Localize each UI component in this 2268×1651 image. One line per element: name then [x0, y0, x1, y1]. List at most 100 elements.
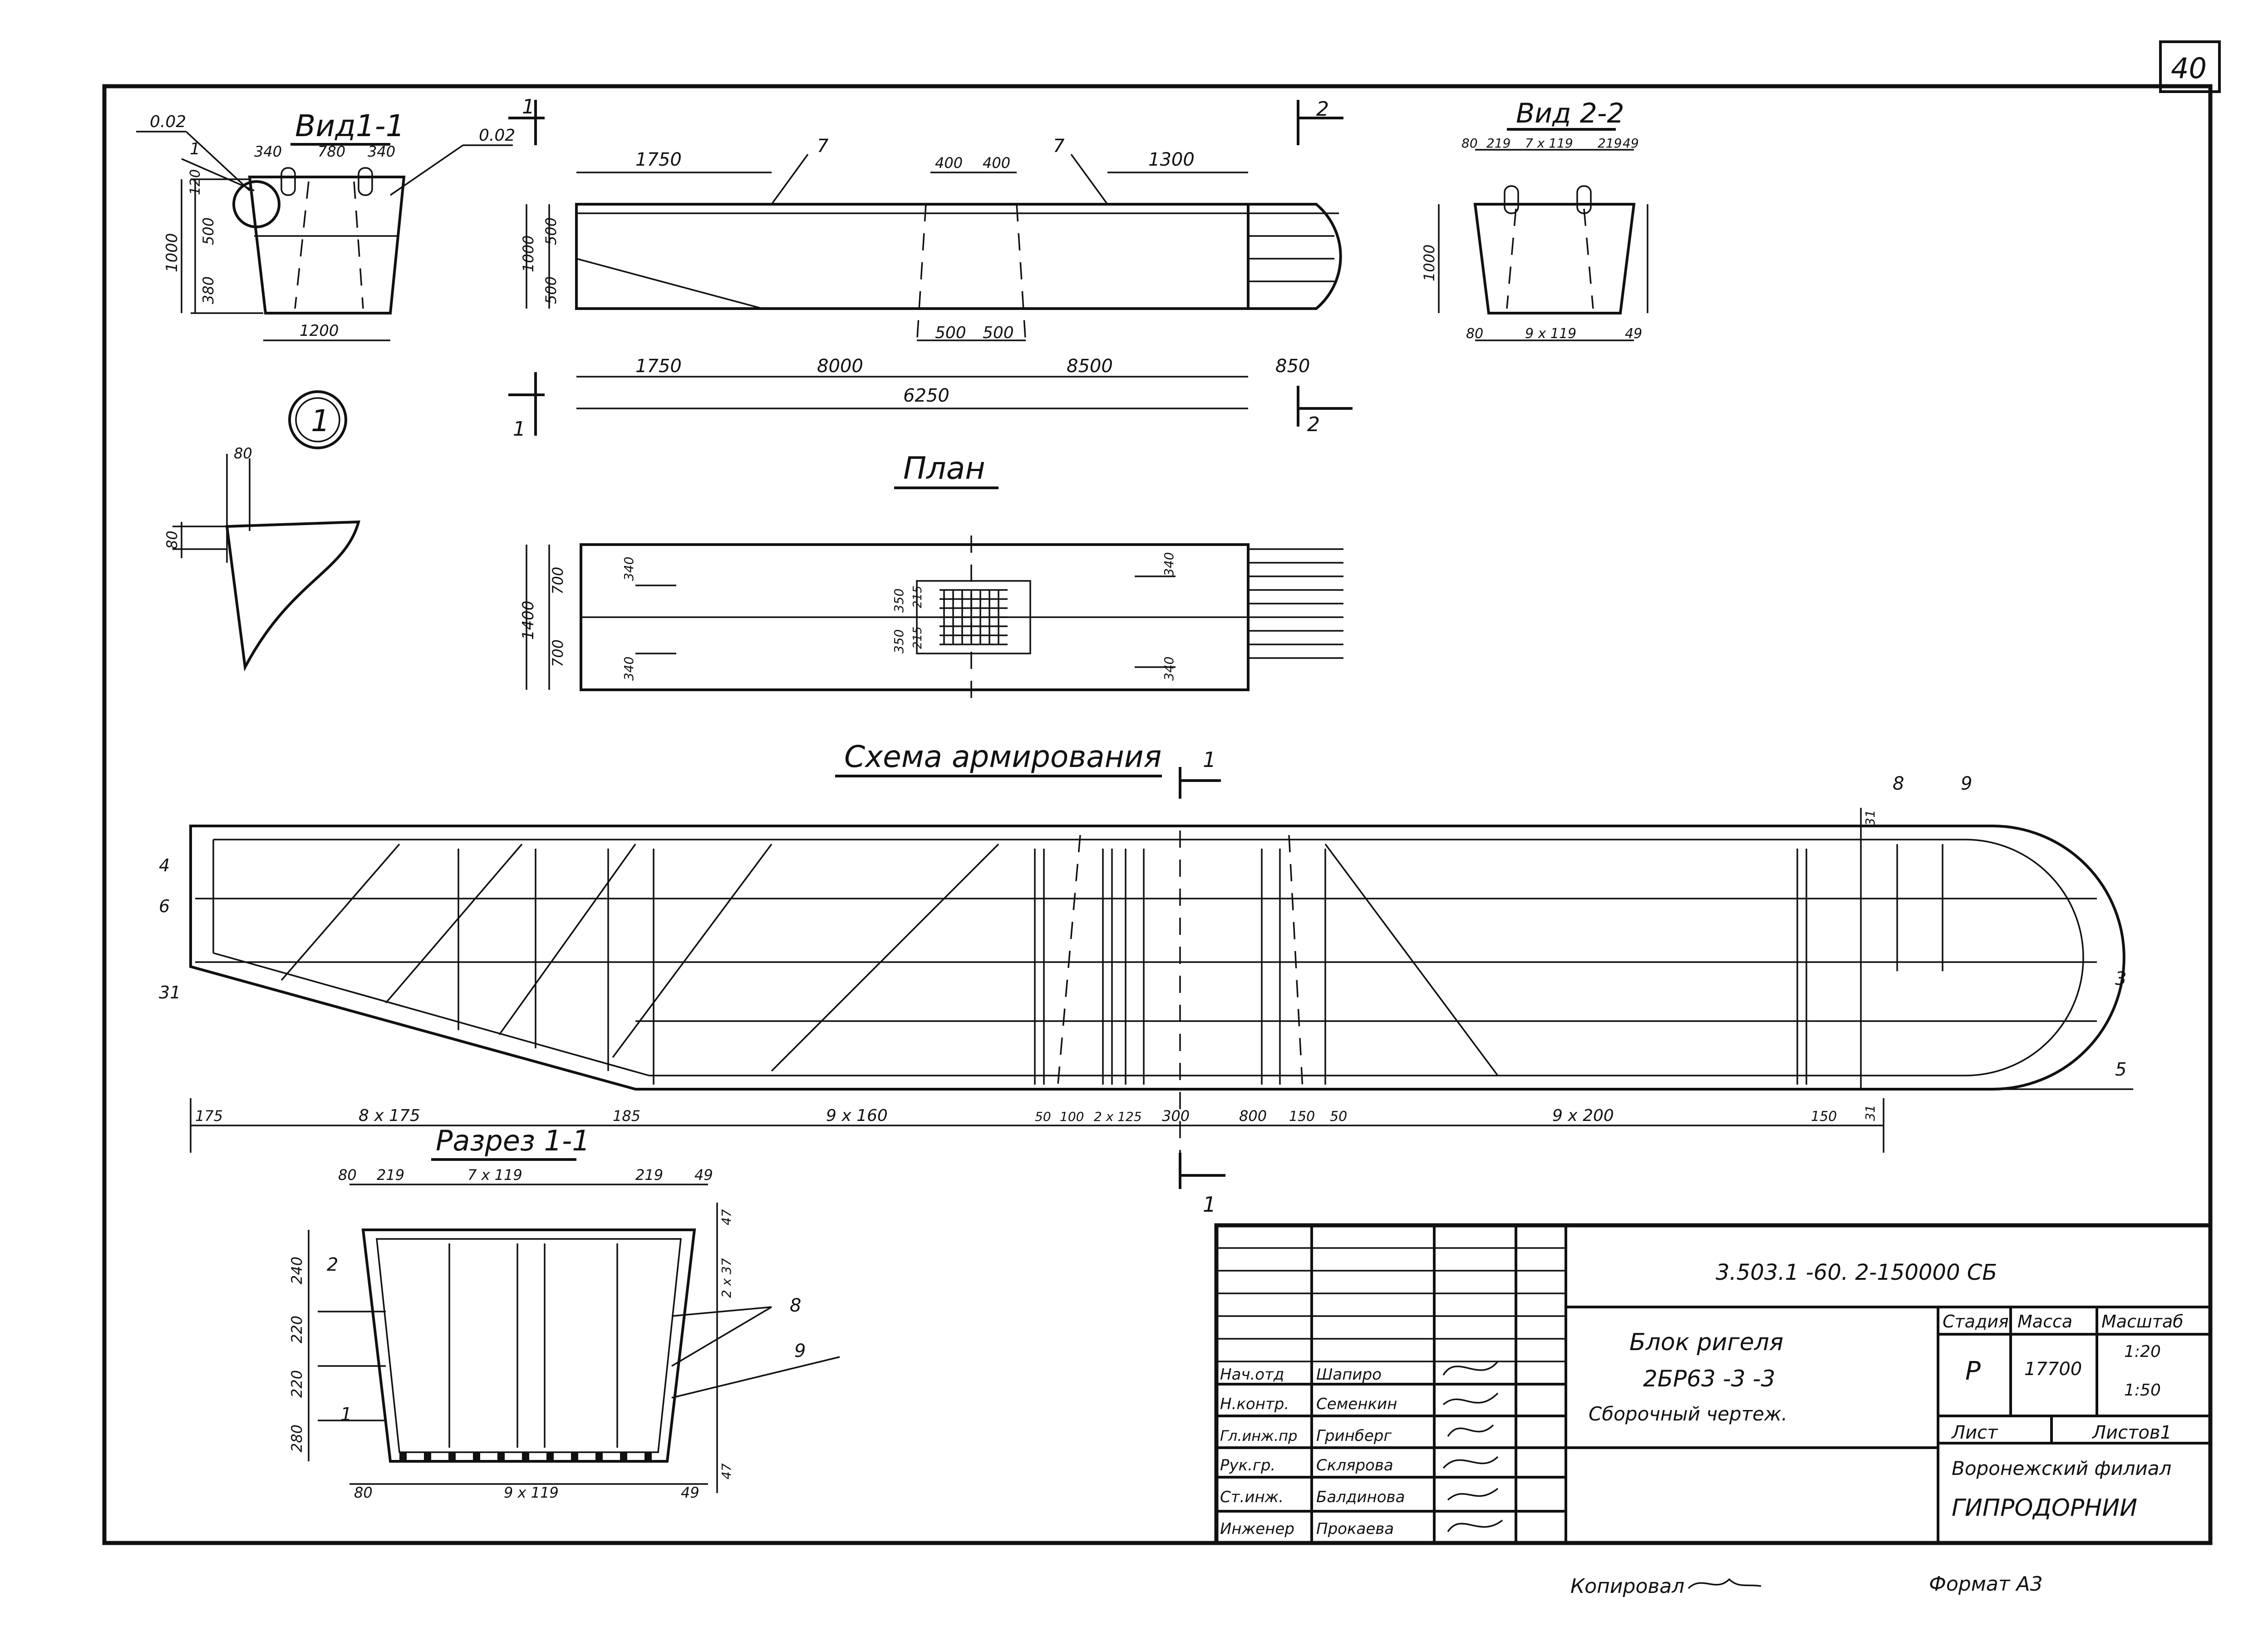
view-2-2-dim: 7 x 119	[1525, 136, 1573, 151]
section-dim: 219	[377, 1166, 404, 1184]
plan-dim: 340	[621, 657, 636, 681]
view-2-2-dim: 219	[1598, 136, 1622, 151]
view-1-1-dim: 340	[254, 143, 282, 160]
scheme-dim: 100	[1060, 1109, 1084, 1124]
view-1-1-dim: 1200	[300, 322, 339, 340]
view-2-2-title: Вид 2-2	[1516, 98, 1624, 129]
elevation-dim: 500	[542, 217, 560, 245]
section-dim: 220	[288, 1370, 305, 1398]
view-2-2-outline	[1473, 203, 1636, 314]
plan-dim: 700	[549, 639, 566, 667]
elevation-dim: 1300	[1148, 149, 1195, 170]
view-2-2-dim: 80	[1466, 326, 1483, 342]
scheme-dim: 150	[1811, 1109, 1837, 1125]
plan-dim: 340	[1161, 657, 1176, 681]
elevation-dim: 7	[1053, 136, 1065, 157]
view-1-1-dim: 500	[200, 217, 217, 245]
elevation-dim: 8000	[817, 356, 863, 377]
scheme-mark: 31	[159, 983, 181, 1002]
scheme-dim: 9 x 200	[1552, 1106, 1614, 1125]
view-1-1-dim: 380	[200, 276, 217, 304]
section-1-1: Разрез 1-1 80 219 7 x 119 219 49 80 9 x …	[288, 1124, 840, 1501]
view-1-1-dim: 1000	[163, 233, 181, 272]
view-2-2-dim: 49	[1625, 326, 1642, 342]
section-dim: 9 x 119	[504, 1484, 559, 1501]
section-dim: 47	[719, 1463, 734, 1479]
format-label: Формат А3	[1929, 1572, 2043, 1596]
plan-dim: 215	[911, 626, 925, 649]
stage-value: Р	[1965, 1356, 1981, 1386]
sheet-label: Лист	[1951, 1422, 1998, 1443]
elevation-dim: 1750	[635, 149, 682, 170]
reinforcement-scheme: Схема армирования 1 1 4 6 31 8 9 3 5	[159, 739, 2133, 1217]
section-dim: 49	[681, 1484, 699, 1501]
stage-header: Стадия	[1943, 1312, 2009, 1332]
section-dim: 220	[288, 1316, 305, 1343]
plan-dim: 340	[621, 557, 636, 581]
detail-1: 1 80 80	[163, 390, 360, 672]
plan-opening	[916, 580, 1031, 654]
elevation-dim: 500	[935, 324, 966, 342]
scheme-dim: 2 x 125	[1094, 1109, 1142, 1124]
view-2-2-dim: 219	[1486, 136, 1510, 151]
elevation-dim: 7	[817, 136, 829, 157]
drawing-title-mark: 2БР63 -3 -3	[1643, 1366, 1775, 1392]
view-1-1-dim: 340	[368, 143, 395, 160]
view-1-1-title: Вид1-1	[295, 108, 405, 143]
section-dim: 80	[338, 1166, 357, 1184]
elevation-dim: 850	[1275, 356, 1310, 377]
view-1-1-dim: 0.02	[479, 126, 515, 145]
section-mark: 2	[327, 1254, 338, 1275]
scheme-dim: 50	[1035, 1109, 1051, 1124]
view-2-2-dim: 80	[1461, 136, 1478, 151]
scale-value: 1:20	[2124, 1342, 2161, 1361]
signature-name: Шапиро	[1316, 1366, 1382, 1384]
section-dim: 47	[719, 1209, 734, 1225]
scheme-dim: 8 x 175	[359, 1106, 420, 1125]
signature-role: Нач.отд	[1220, 1366, 1284, 1384]
signature-name: Склярова	[1316, 1456, 1393, 1474]
mass-value: 17700	[2024, 1359, 2082, 1380]
plan-dim: 350	[891, 629, 906, 654]
section-mark: 1	[513, 418, 526, 441]
scheme-section-mark: 1	[1203, 747, 1216, 772]
view-1-1-outline	[248, 176, 406, 314]
view-2-2: Вид 2-2 80 219 7 x 119 219 49 1000 80 9 …	[1421, 98, 1648, 342]
plan-dim: 350	[891, 589, 906, 613]
title-block: 3.503.1 -60. 2-150000 СБ Блок ригеля 2БР…	[1214, 1223, 2213, 1545]
scheme-dim: 9 x 160	[826, 1106, 888, 1125]
view-1-1-dim: 1	[190, 140, 200, 158]
view-2-2-dim: 9 x 119	[1525, 326, 1576, 342]
page-number: 40	[2171, 52, 2207, 85]
elevation-dim: 500	[983, 324, 1014, 342]
scheme-mark: 6	[159, 896, 170, 916]
section-dim: 240	[288, 1257, 305, 1284]
scheme-section-mark: 1	[1203, 1192, 1216, 1217]
detail-dim: 80	[163, 531, 181, 549]
section-mark: 1	[340, 1404, 352, 1425]
scheme-outline	[189, 825, 2125, 1091]
organization: Воронежский филиал	[1952, 1457, 2171, 1479]
detail-dim: 80	[234, 445, 252, 462]
detail-1-circle	[232, 180, 280, 228]
plan-view: План 1400 700 700 340 340 340 340 350 35…	[519, 451, 1343, 699]
section-dim: 7 x 119	[467, 1166, 522, 1184]
elevation-dim: 400	[935, 154, 963, 172]
section-1-1-outline	[361, 1228, 696, 1463]
plan-dim: 700	[549, 567, 566, 595]
drawing-title: Блок ригеля	[1629, 1329, 1783, 1356]
elevation-dim: 400	[983, 154, 1010, 172]
plan-mesh	[940, 589, 1008, 645]
elevation-view: 1 1 2 2 1750 7 400 400 7 1300 500 500 17…	[508, 95, 1353, 441]
section-mark: 8	[790, 1295, 801, 1316]
signature-role: Гл.инж.пр	[1220, 1427, 1297, 1445]
section-dim: 49	[694, 1166, 713, 1184]
scheme-dim: 50	[1330, 1109, 1347, 1125]
page-number-box	[2159, 40, 2221, 93]
sheets-label: Листов1	[2091, 1422, 2172, 1443]
elevation-dim: 500	[542, 276, 560, 304]
section-dim: 80	[354, 1484, 373, 1501]
scheme-dim: 185	[613, 1107, 640, 1125]
drawing-title-type: Сборочный чертеж.	[1589, 1403, 1787, 1425]
